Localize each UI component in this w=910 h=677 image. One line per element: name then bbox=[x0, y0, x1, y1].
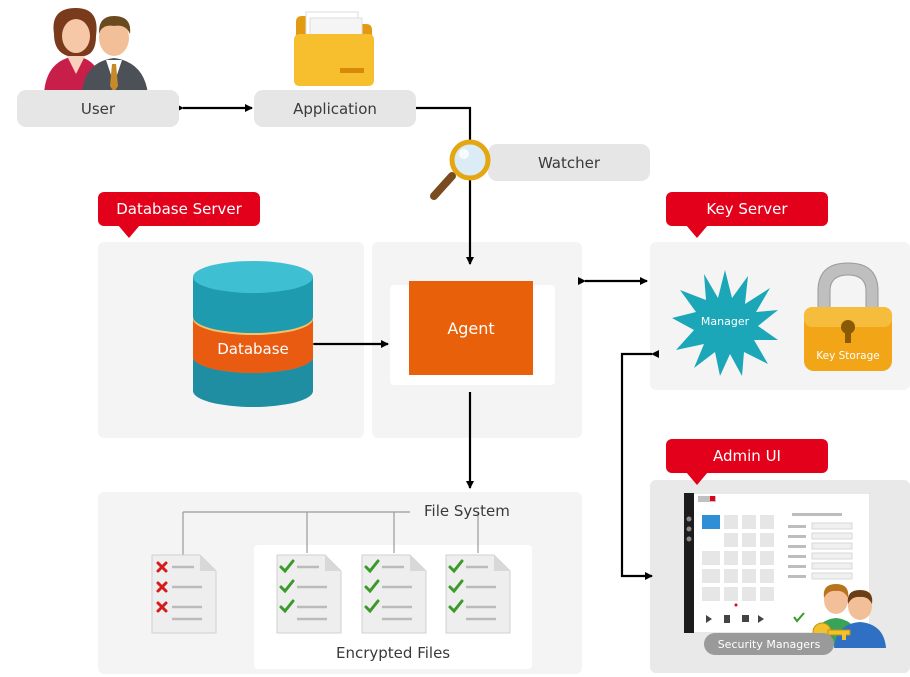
folder-icon bbox=[294, 11, 374, 86]
manager-label: Manager bbox=[700, 315, 750, 328]
database-icon bbox=[193, 261, 313, 407]
database-server-callout: Database Server bbox=[98, 192, 260, 238]
starburst-icon bbox=[672, 270, 778, 376]
keyserver-admin-arrow bbox=[620, 350, 659, 580]
padlock-icon bbox=[804, 262, 892, 371]
document-icon bbox=[151, 554, 217, 634]
file-system-label: File System bbox=[424, 502, 510, 520]
application-node: Application bbox=[254, 90, 416, 127]
magnifier-icon bbox=[430, 139, 491, 200]
document-icon bbox=[445, 554, 511, 634]
key-storage-label: Key Storage bbox=[816, 350, 880, 362]
document-icon bbox=[276, 554, 342, 634]
key-server-callout: Key Server bbox=[666, 192, 828, 238]
security-managers-pill: Security Managers bbox=[704, 633, 834, 655]
watcher-node: Watcher bbox=[488, 144, 650, 181]
app-to-agent-line bbox=[416, 106, 474, 265]
document-icon bbox=[361, 554, 427, 634]
database-label: Database bbox=[217, 340, 289, 358]
user-node: User bbox=[17, 90, 179, 127]
managers-icon bbox=[812, 584, 886, 648]
file-tree-lines bbox=[182, 511, 479, 555]
admin-ui-callout: Admin UI bbox=[666, 439, 828, 485]
encrypted-files-label: Encrypted Files bbox=[336, 644, 451, 662]
agent-node: Agent bbox=[409, 281, 533, 375]
users-icon bbox=[44, 8, 148, 94]
